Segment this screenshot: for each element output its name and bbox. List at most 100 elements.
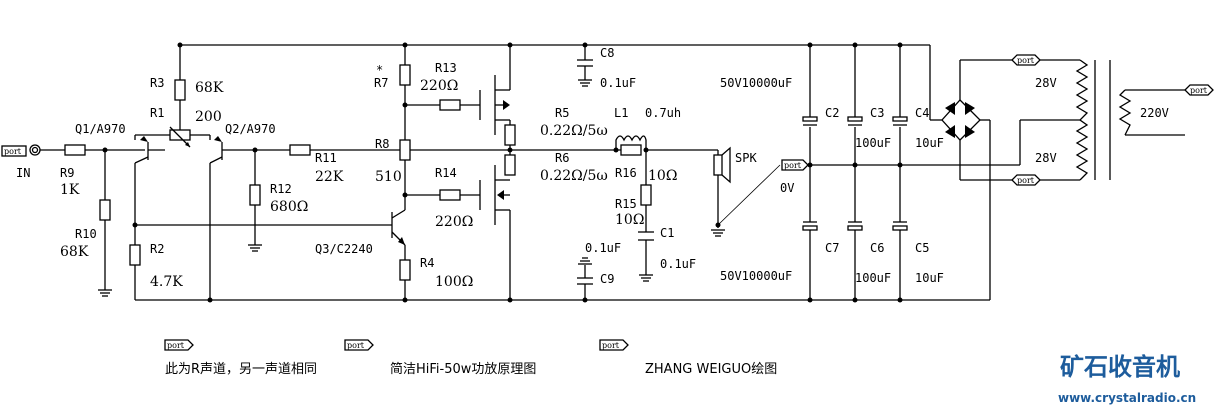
resistor-r9 (64, 144, 86, 156)
label-r13: R13 (435, 61, 457, 75)
value-c5: 10uF (915, 271, 944, 285)
value-r12: 680Ω (270, 199, 308, 215)
mark-r7: * (376, 63, 383, 77)
label-r8: R8 (375, 137, 389, 151)
value-r10: 68K (60, 244, 89, 260)
label-r11: R11 (315, 151, 337, 165)
capacitor-c6 (847, 221, 863, 231)
label-l1: L1 (614, 106, 628, 120)
label-r12: R12 (270, 182, 292, 196)
label-c8: C8 (600, 46, 614, 60)
label-q1: Q1/A970 (75, 122, 126, 136)
resistor-r11 (289, 144, 311, 156)
port-tag[interactable]: port (1011, 174, 1041, 186)
label-r6: R6 (555, 151, 569, 165)
label-q3: Q3/C2240 (315, 242, 373, 256)
label-c3: C3 (870, 106, 884, 120)
capacitor-c5 (892, 221, 908, 231)
port-tag[interactable]: port (1011, 54, 1041, 66)
label-r9: R9 (60, 166, 74, 180)
input-jack-icon (29, 144, 41, 156)
transformer-icon (1075, 59, 1190, 181)
svg-text:port: port (4, 147, 22, 156)
resistor-r10 (99, 199, 111, 221)
value-r4: 100Ω (435, 274, 473, 290)
junctions (102, 42, 903, 303)
port-tag[interactable]: port (164, 339, 194, 351)
port-tag[interactable]: port (599, 339, 629, 351)
transistor-q1-arrow (140, 136, 148, 142)
value-c8: 0.1uF (600, 76, 636, 90)
value-r6: 0.22Ω/5ω (540, 168, 608, 184)
label-c7: C7 (825, 241, 839, 255)
label-r5: R5 (555, 106, 569, 120)
label-r4: R4 (420, 256, 434, 270)
capacitor-c9 (577, 277, 593, 285)
value-c1: 0.1uF (660, 257, 696, 271)
label-c6: C6 (870, 241, 884, 255)
author-note: ZHANG WEIGUO绘图 (645, 362, 777, 377)
resistor-r5 (504, 124, 516, 146)
label-0v: 0V (780, 181, 794, 195)
ground-icon (578, 79, 592, 87)
value-r11: 22K (315, 169, 344, 185)
ground-icon (248, 244, 262, 252)
value-c9: 0.1uF (585, 241, 621, 255)
value-r1: 200 (195, 109, 222, 125)
label-q2: Q2/A970 (225, 122, 276, 136)
ground-icon (711, 229, 725, 237)
schematic-title: 简洁HiFi-50w功放原理图 (390, 361, 536, 377)
capacitor-c3 (847, 116, 863, 126)
capacitor-c7 (802, 221, 818, 231)
resistor-r15 (640, 184, 652, 206)
brand-url: www.crystalradio.cn (1058, 391, 1196, 405)
potentiometer-r1 (169, 126, 191, 148)
bridge-rectifier-icon (941, 99, 981, 141)
resistor-r13 (439, 99, 461, 111)
svg-text:port: port (784, 161, 802, 170)
capacitor-c4 (892, 116, 908, 126)
ground-icon (639, 274, 653, 282)
value-l1: 0.7uh (645, 106, 681, 120)
label-r2: R2 (150, 242, 164, 256)
speaker-icon (713, 146, 731, 184)
port-tag[interactable]: port (781, 159, 809, 171)
value-r8: 510 (375, 169, 402, 185)
capacitor-c1 (638, 231, 654, 241)
value-c6: 100uF (855, 271, 891, 285)
mosfet-lower-arrow (497, 190, 504, 200)
label-c2: C2 (825, 106, 839, 120)
svg-text:port: port (167, 341, 185, 350)
value-c3: 100uF (855, 136, 891, 150)
resistor-r14 (439, 189, 461, 201)
resistor-r7 (399, 64, 411, 86)
label-in: IN (16, 166, 30, 180)
value-r2: 4.7K (150, 274, 183, 290)
label-c4: C4 (915, 106, 929, 120)
channel-note: 此为R声道，另一声道相同 (165, 362, 317, 377)
label-r7: R7 (374, 76, 388, 90)
value-r3: 68K (195, 80, 224, 96)
port-tag[interactable]: port (344, 339, 374, 351)
value-r14: 220Ω (435, 214, 473, 230)
resistor-r6 (504, 154, 516, 176)
label-spk: SPK (735, 151, 757, 165)
capacitor-c8 (577, 59, 593, 67)
resistor-r8 (399, 139, 411, 161)
value-r15: 10Ω (615, 212, 644, 228)
port-tag[interactable]: port (1184, 84, 1214, 96)
mosfet-upper-arrow (503, 100, 510, 110)
label-r14: R14 (435, 166, 457, 180)
value-c7: 50V10000uF (720, 269, 792, 283)
ground-icon (98, 289, 112, 297)
label-28v-top: 28V (1035, 76, 1057, 90)
label-r10: R10 (75, 227, 97, 241)
svg-text:port: port (347, 341, 365, 350)
value-c2: 50V10000uF (720, 76, 792, 90)
resistor-r16 (620, 144, 642, 156)
resistor-r4 (399, 259, 411, 281)
port-tag[interactable]: port (1, 145, 27, 157)
svg-text:port: port (1017, 56, 1035, 65)
svg-text:port: port (602, 341, 620, 350)
